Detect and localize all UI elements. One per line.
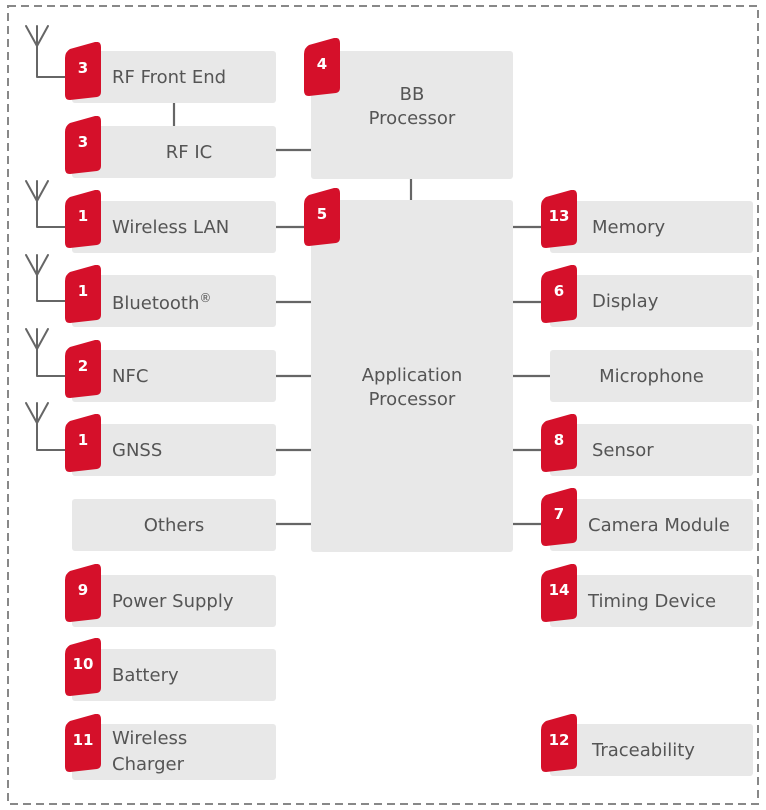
bluetooth-box: Bluetooth®	[72, 275, 276, 327]
bb-processor-line1: BB	[399, 84, 425, 105]
bluetooth-text: Bluetooth	[112, 293, 200, 314]
badge-memory: 13	[541, 190, 581, 248]
bb-processor-box: BB Processor	[311, 51, 513, 179]
badge-timing-device-number: 14	[548, 581, 570, 599]
antenna-icon	[25, 180, 67, 228]
badge-rf-front-end-number: 3	[77, 59, 89, 77]
bluetooth-label: Bluetooth®	[112, 287, 211, 315]
traceability-label: Traceability	[592, 739, 695, 761]
badge-camera-module-number: 7	[553, 505, 565, 523]
badge-nfc: 2	[65, 340, 105, 398]
badge-display-number: 6	[553, 282, 565, 300]
gnss-label: GNSS	[112, 439, 163, 461]
badge-rf-ic-number: 3	[77, 133, 89, 151]
badge-bluetooth: 1	[65, 265, 105, 323]
antenna-icon	[25, 402, 67, 451]
badge-battery-number: 10	[72, 655, 94, 673]
dashed-border	[7, 5, 759, 805]
traceability-box: Traceability	[550, 724, 753, 776]
badge-display: 6	[541, 265, 581, 323]
display-label: Display	[592, 290, 659, 312]
rf-front-end-box: RF Front End	[72, 51, 276, 103]
timing-device-box: Timing Device	[550, 575, 753, 627]
bb-processor-line2: Processor	[368, 108, 456, 129]
badge-traceability-number: 12	[548, 731, 570, 749]
battery-label: Battery	[112, 664, 179, 686]
badge-bb-processor: 4	[304, 38, 344, 96]
badge-wireless-charger: 11	[65, 714, 105, 772]
badge-gnss-number: 1	[77, 431, 89, 449]
badge-application-processor: 5	[304, 188, 344, 246]
memory-label: Memory	[592, 216, 666, 238]
badge-bb-processor-number: 4	[316, 55, 328, 73]
badge-sensor: 8	[541, 414, 581, 472]
gnss-box: GNSS	[72, 424, 276, 476]
nfc-box: NFC	[72, 350, 276, 402]
camera-module-label: Camera Module	[588, 514, 730, 536]
rf-ic-box: RF IC	[72, 126, 276, 178]
sensor-box: Sensor	[550, 424, 753, 476]
power-supply-label: Power Supply	[112, 590, 234, 612]
wireless-lan-box: Wireless LAN	[72, 201, 276, 253]
badge-timing-device: 14	[541, 564, 581, 622]
antenna-icon	[25, 25, 67, 78]
memory-box: Memory	[550, 201, 753, 253]
badge-rf-ic: 3	[65, 116, 105, 174]
badge-battery: 10	[65, 638, 105, 696]
timing-device-label: Timing Device	[588, 590, 717, 612]
badge-memory-number: 13	[548, 207, 570, 225]
rf-front-end-label: RF Front End	[112, 66, 227, 88]
wireless-lan-label: Wireless LAN	[112, 216, 230, 238]
power-supply-box: Power Supply	[72, 575, 276, 627]
nfc-label: NFC	[112, 365, 149, 387]
registered-mark: ®	[199, 291, 212, 305]
application-processor-line1: Application	[361, 365, 463, 386]
badge-wireless-lan: 1	[65, 190, 105, 248]
badge-power-supply-number: 9	[77, 581, 89, 599]
sensor-label: Sensor	[592, 439, 654, 461]
wireless-charger-line2: Charger	[112, 754, 184, 775]
display-box: Display	[550, 275, 753, 327]
microphone-box: Microphone	[550, 350, 753, 402]
others-label: Others	[143, 514, 205, 536]
badge-traceability: 12	[541, 714, 581, 772]
microphone-label: Microphone	[599, 365, 704, 387]
wireless-charger-line1: Wireless	[112, 728, 188, 749]
badge-power-supply: 9	[65, 564, 105, 622]
wireless-charger-label: Wireless Charger	[112, 726, 187, 778]
badge-wireless-lan-number: 1	[77, 207, 89, 225]
badge-application-processor-number: 5	[316, 205, 328, 223]
antenna-icon	[25, 254, 67, 302]
badge-rf-front-end: 3	[65, 42, 105, 100]
rf-ic-label: RF IC	[165, 141, 213, 163]
others-box: Others	[72, 499, 276, 551]
battery-box: Battery	[72, 649, 276, 701]
application-processor-line2: Processor	[368, 389, 456, 410]
badge-wireless-charger-number: 11	[72, 731, 94, 749]
badge-sensor-number: 8	[553, 431, 565, 449]
badge-gnss: 1	[65, 414, 105, 472]
antenna-icon	[25, 328, 67, 377]
wireless-charger-box: Wireless Charger	[72, 724, 276, 780]
camera-module-box: Camera Module	[550, 499, 753, 551]
badge-bluetooth-number: 1	[77, 282, 89, 300]
badge-nfc-number: 2	[77, 357, 89, 375]
application-processor-box: Application Processor	[311, 200, 513, 552]
badge-camera-module: 7	[541, 488, 581, 546]
